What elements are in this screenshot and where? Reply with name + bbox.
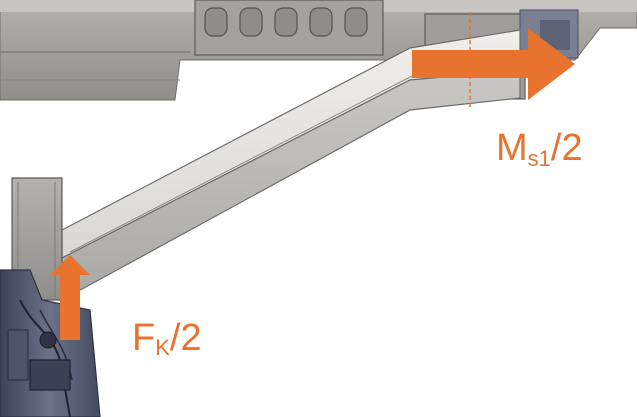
- force-label-tail: /2: [170, 317, 202, 359]
- moment-label-main: M: [496, 127, 528, 169]
- up-arrow-icon: [50, 255, 90, 340]
- force-label-main: F: [132, 317, 155, 359]
- moment-label: Ms1/2: [496, 127, 583, 171]
- right-arrow-icon: [412, 28, 575, 100]
- moment-label-sub: s1: [528, 146, 551, 171]
- lower-left-mechanism: [0, 269, 101, 417]
- slotted-bracket: [194, 0, 384, 56]
- moment-label-tail: /2: [551, 127, 583, 169]
- force-label: FK/2: [132, 317, 202, 360]
- force-label-sub: K: [155, 335, 170, 360]
